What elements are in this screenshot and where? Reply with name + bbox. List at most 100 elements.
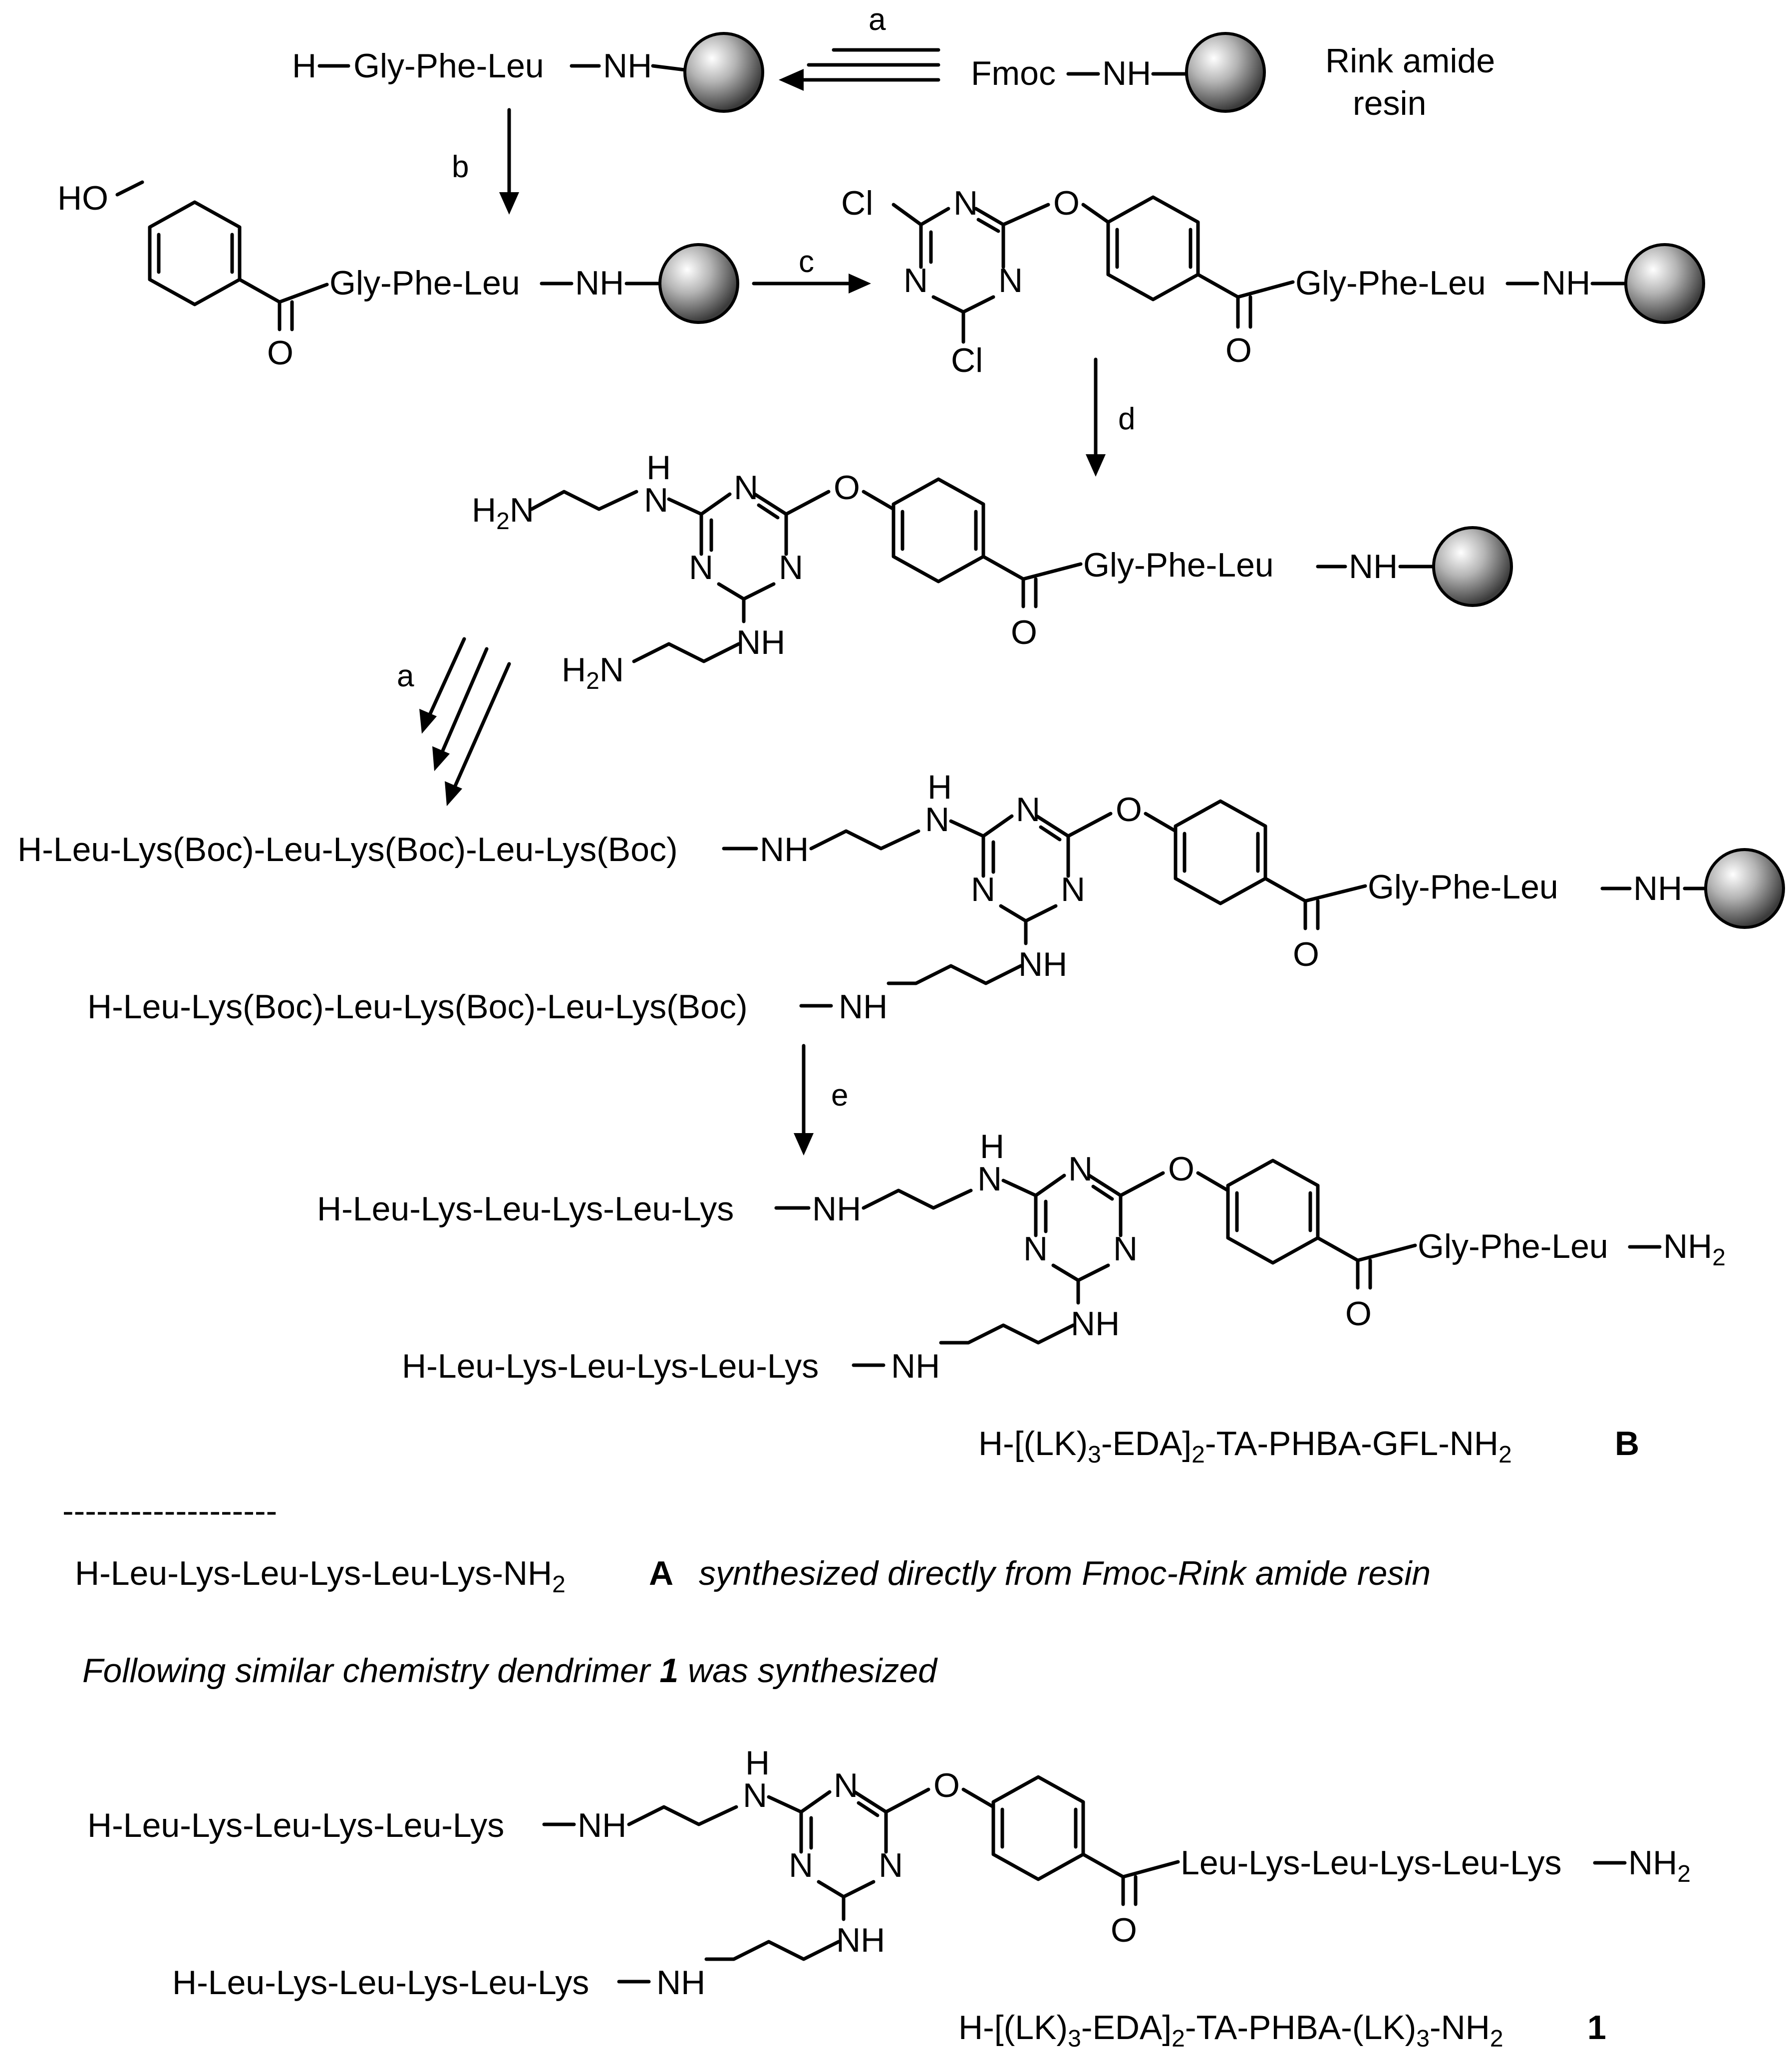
nh-label: NH: [603, 47, 652, 85]
step-label-a-2: a: [397, 659, 414, 693]
compound-1-name: H-[(LK)3-EDA]2-TA-PHBA-(LK)3-NH2: [958, 2009, 1503, 2052]
ether-o: O: [834, 469, 860, 507]
carbonyl-o: O: [1011, 613, 1037, 651]
peptide-gfl: Gly-Phe-Leu: [353, 47, 544, 85]
h-atom: H: [980, 1128, 1004, 1166]
peptide-gfl: Gly-Phe-Leu: [329, 264, 520, 302]
h-atom: H: [646, 449, 671, 487]
compound-a-note: synthesized directly from Fmoc-Rink amid…: [699, 1554, 1431, 1592]
ether-o: O: [1053, 184, 1080, 222]
nh-label: NH: [656, 1964, 705, 2002]
resin-bead: [685, 33, 763, 111]
peptide-gfl: Gly-Phe-Leu: [1295, 264, 1486, 302]
triazine-n: N: [879, 1846, 903, 1884]
triazine-n: N: [1016, 791, 1040, 829]
h2n-label: H2N: [562, 651, 624, 694]
resin-name: Rink amide: [1325, 42, 1495, 80]
boc-chain-upper: H-Leu-Lys(Boc)-Leu-Lys(Boc)-Leu-Lys(Boc): [17, 831, 678, 869]
lk-chain-lower: H-Leu-Lys-Leu-Lys-Leu-Lys: [172, 1964, 589, 2002]
step-label-c: c: [799, 245, 814, 279]
compound-b-structure: H-Leu-Lys-Leu-Lys-Leu-Lys NH H N N N N O…: [317, 1128, 1726, 1385]
nh-label: NH: [1349, 548, 1398, 586]
arrow-step-e: e: [794, 1044, 848, 1156]
separator: -------------------: [62, 1492, 277, 1530]
footnote: Following similar chemistry dendrimer 1 …: [82, 1652, 938, 1690]
resin-bead: [1434, 528, 1511, 605]
triazine-n: N: [1068, 1150, 1093, 1188]
step-label-e: e: [831, 1078, 848, 1113]
resin-bead: [1187, 33, 1264, 111]
dendrimer-1-structure: H-Leu-Lys-Leu-Lys-Leu-Lys NH H N N N N O…: [87, 1744, 1691, 2002]
cl-label: Cl: [951, 341, 983, 379]
h-atom: H: [745, 1744, 770, 1782]
boc-dendron-resin: H-Leu-Lys(Boc)-Leu-Lys(Boc)-Leu-Lys(Boc)…: [17, 768, 1784, 1026]
carbonyl-o: O: [1345, 1295, 1372, 1333]
nh2-label: NH2: [1628, 1844, 1691, 1887]
nh-n: N: [925, 801, 949, 839]
nh-label: NH: [1633, 870, 1682, 907]
nh-label: NH: [760, 831, 809, 869]
nh-label: NH: [736, 623, 785, 661]
resin-bead: [1706, 850, 1784, 927]
compound-1-id: 1: [1587, 2009, 1606, 2047]
ether-o: O: [1116, 791, 1142, 829]
cl-label: Cl: [841, 184, 873, 222]
triazine-n: N: [779, 549, 803, 587]
compound-b-id: B: [1615, 1425, 1639, 1463]
ether-o: O: [933, 1766, 960, 1804]
diamine-triazine-resin: H2N H N N N N O NH H2N O Gly-Phe-Leu NH: [472, 449, 1511, 694]
compound-b-name: H-[(LK)3-EDA]2-TA-PHBA-GFL-NH2: [978, 1425, 1512, 1468]
lk-chain-upper: H-Leu-Lys-Leu-Lys-Leu-Lys: [87, 1806, 504, 1844]
nh-n: N: [644, 481, 668, 519]
lk-chain-lower: H-Leu-Lys-Leu-Lys-Leu-Lys: [402, 1347, 819, 1385]
boc-chain-lower: H-Leu-Lys(Boc)-Leu-Lys(Boc)-Leu-Lys(Boc): [87, 988, 748, 1026]
nh-label: NH: [1018, 945, 1067, 983]
peptide-gfl: Gly-Phe-Leu: [1418, 1227, 1608, 1265]
compound-a-id: A: [649, 1554, 673, 1592]
hydroxybenzoyl-peptide-resin: HO O Gly-Phe-Leu NH: [57, 179, 738, 372]
h-atom: H: [927, 768, 952, 806]
nh-label: NH: [575, 264, 624, 302]
fmoc-label: Fmoc: [971, 54, 1056, 92]
nh-label: NH: [839, 988, 888, 1026]
nh-label: NH: [812, 1190, 861, 1228]
triazine-n: N: [1113, 1230, 1138, 1268]
carbonyl-o: O: [1111, 1911, 1137, 1949]
step-label-a: a: [869, 2, 886, 37]
triazine-n: N: [734, 469, 758, 507]
ho-label: HO: [57, 179, 108, 217]
triazine-n: N: [903, 262, 928, 299]
lk-chain-core: Leu-Lys-Leu-Lys-Leu-Lys: [1181, 1844, 1561, 1882]
nh-n: N: [977, 1160, 1002, 1198]
arrow-step-d: d: [1086, 357, 1135, 477]
lk-chain-upper: H-Leu-Lys-Leu-Lys-Leu-Lys: [317, 1190, 734, 1228]
nh-label: NH: [836, 1921, 885, 1959]
triazine-n: N: [953, 184, 978, 222]
resin-name-2: resin: [1353, 84, 1426, 122]
dichlorotriazine-peptide-resin: Cl N N N Cl O O Gly-Phe-Leu NH: [841, 184, 1704, 379]
row-1: H Gly-Phe-Leu NH a Fmoc NH Rink amide re…: [292, 2, 1495, 122]
arrow-step-a-2: a: [397, 637, 511, 806]
arrow-step-b: b: [452, 108, 519, 215]
carbonyl-o: O: [267, 334, 294, 372]
triazine-n: N: [834, 1766, 858, 1804]
h2n-label: H2N: [472, 491, 534, 535]
step-label-b: b: [452, 150, 469, 184]
compound-a-formula: H-Leu-Lys-Leu-Lys-Leu-Lys-NH2: [75, 1554, 566, 1598]
peptide-gfl: Gly-Phe-Leu: [1368, 868, 1558, 906]
nh-label: NH: [578, 1806, 626, 1844]
arrow-step-a: a: [779, 2, 940, 91]
nh-label: NH: [891, 1347, 940, 1385]
carbonyl-o: O: [1293, 935, 1319, 973]
nh-label: NH: [1541, 264, 1590, 302]
step-label-d: d: [1118, 402, 1135, 436]
nh-label: NH: [1102, 54, 1151, 92]
nh-label: NH: [1071, 1305, 1120, 1343]
arrow-step-c: c: [752, 245, 871, 294]
peptide-gfl: Gly-Phe-Leu: [1083, 546, 1274, 584]
nh-n: N: [743, 1776, 767, 1814]
carbonyl-o: O: [1225, 331, 1252, 369]
resin-bead: [660, 245, 738, 322]
triazine-n: N: [1061, 871, 1085, 908]
